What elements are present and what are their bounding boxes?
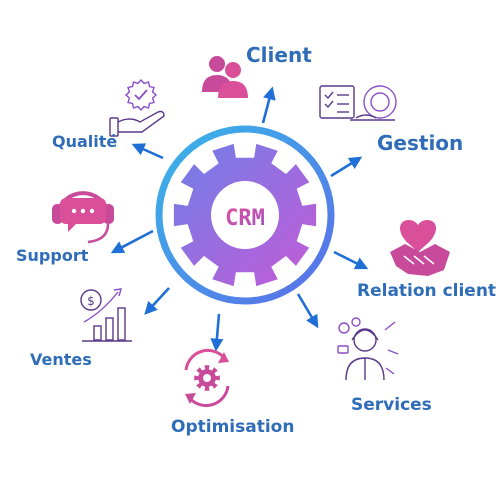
label-support: Support [16, 246, 89, 265]
gear-center [211, 181, 279, 249]
arrow-services [296, 293, 319, 329]
label-optimisation: Optimisation [171, 417, 295, 437]
crm-hub: CRM [155, 125, 335, 305]
hub-title: CRM [225, 206, 265, 231]
label-services: Services [351, 395, 432, 415]
sales-growth-icon: $ [80, 288, 132, 342]
headset-chat-icon [52, 191, 114, 244]
quality-badge-hand-icon [109, 78, 165, 137]
label-client: Client [246, 43, 312, 67]
label-gestion: Gestion [377, 131, 464, 155]
customer-service-icon [337, 317, 399, 381]
hub-outer-ring [155, 125, 335, 305]
arrow-qualite [131, 143, 164, 160]
arrow-support [110, 229, 154, 254]
arrows [110, 86, 369, 352]
arrow-relation-client [333, 250, 369, 270]
handshake-heart-icon [390, 220, 450, 276]
checklist-icon [319, 85, 397, 121]
arrow-gestion [330, 156, 363, 178]
gear-refresh-icon [184, 349, 230, 407]
arrow-client [261, 86, 276, 124]
users-icon [202, 56, 248, 98]
arrow-ventes [144, 287, 170, 315]
label-ventes: Ventes [30, 350, 92, 369]
svg-text:$: $ [87, 294, 95, 308]
arrow-optimisation [210, 313, 224, 352]
label-qualite: Qualité [52, 132, 118, 151]
label-relation-client: Relation client [357, 281, 497, 301]
